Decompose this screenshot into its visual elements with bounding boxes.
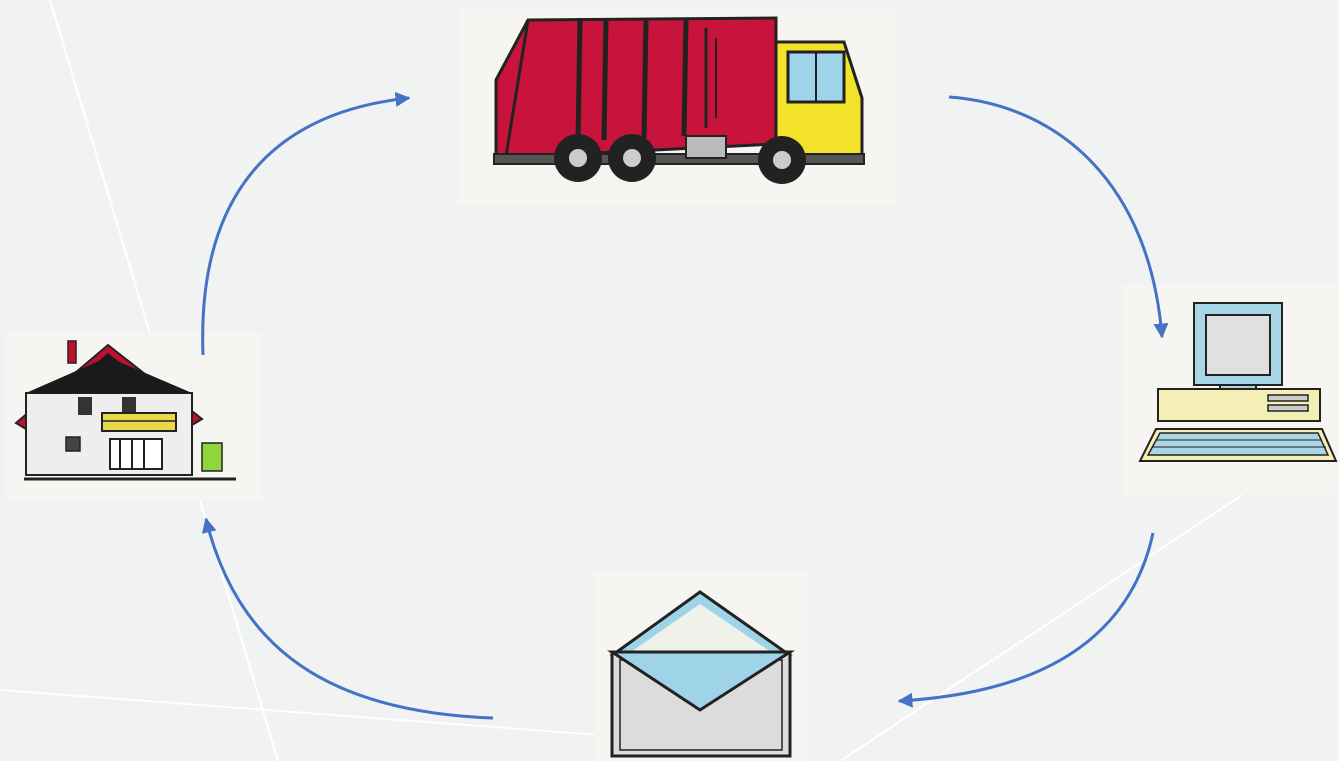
arrow-truck-to-computer — [949, 97, 1162, 337]
arrow-envelope-to-house — [206, 519, 493, 718]
arrow-computer-to-envelope — [899, 533, 1153, 701]
arrow-house-to-truck — [203, 98, 409, 355]
